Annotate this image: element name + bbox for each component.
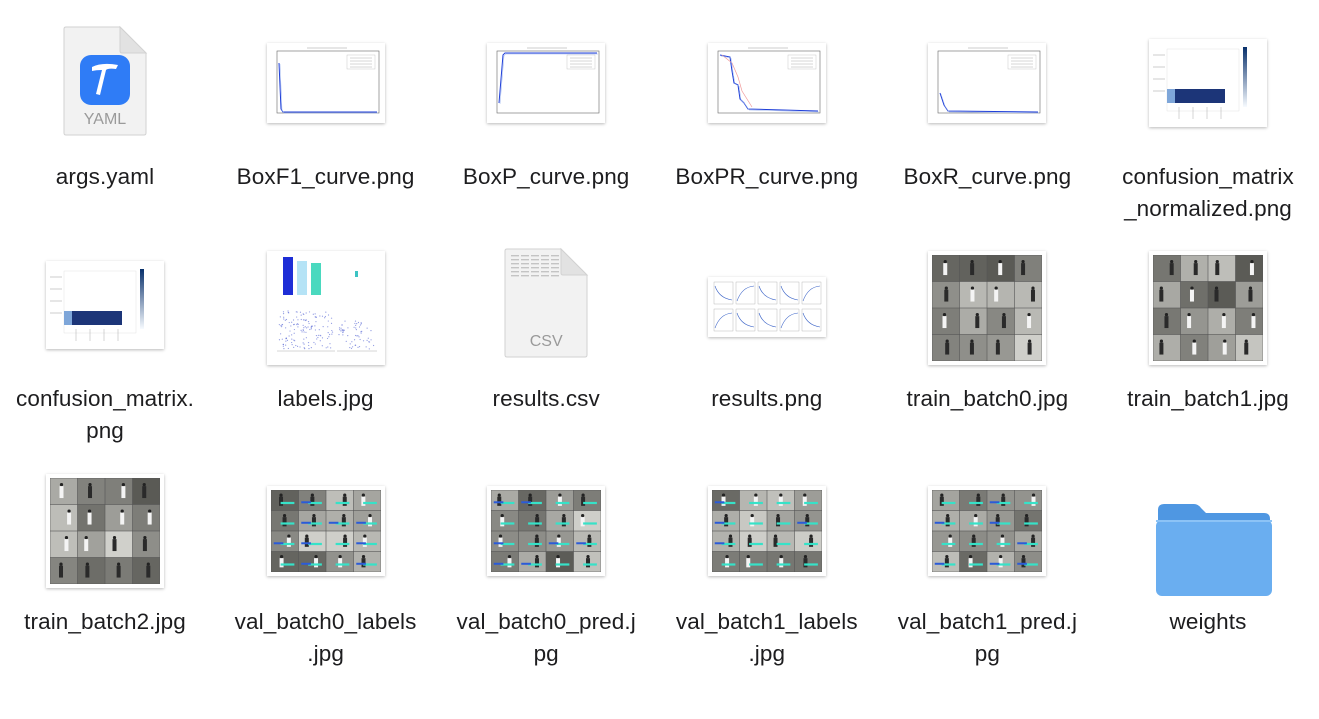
file-type-badge: YAML (83, 111, 127, 128)
file-preview (657, 247, 877, 397)
image-thumbnail (707, 486, 826, 576)
file-name-label: train_batch2.jpg (24, 609, 186, 634)
image-thumbnail (707, 43, 826, 123)
image-thumbnail (487, 486, 606, 576)
file-preview (0, 247, 215, 397)
file-preview: CSV (436, 247, 656, 397)
file-name-label: val_batch0_labels (234, 609, 417, 634)
image-thumbnail (266, 43, 385, 123)
file-name-label: args.yaml (55, 164, 155, 189)
folder-icon (1154, 500, 1274, 605)
image-thumbnail (46, 261, 164, 349)
image-thumbnail (707, 277, 826, 337)
file-name-label: png (86, 418, 124, 443)
image-thumbnail (928, 486, 1047, 576)
file-name-label: confusion_matrix (1122, 164, 1294, 189)
image-thumbnail (928, 43, 1047, 123)
image-thumbnail (1149, 251, 1267, 365)
file-preview (657, 25, 877, 175)
file-name-label: train_batch0.jpg (906, 386, 1069, 411)
image-thumbnail (46, 474, 164, 588)
file-preview (1098, 470, 1318, 620)
file-preview (436, 470, 656, 620)
file-preview (877, 470, 1097, 620)
image-thumbnail (266, 251, 385, 365)
image-thumbnail (266, 486, 385, 576)
file-name-label: val_batch1_labels (675, 609, 858, 634)
file-preview: YAML (0, 25, 215, 175)
file-name-label: val_batch0_pred.j (456, 609, 636, 634)
file-type-badge: CSV (529, 333, 563, 350)
file-preview (216, 25, 436, 175)
file-preview (1098, 247, 1318, 397)
file-name-label: pg (533, 641, 559, 666)
csv-file-icon: CSV (503, 247, 589, 359)
image-thumbnail (487, 43, 606, 123)
file-name-label: results.png (711, 386, 823, 411)
file-name-label: _normalized.png (1124, 196, 1292, 221)
file-preview (0, 470, 215, 620)
file-name-label: BoxPR_curve.png (675, 164, 859, 189)
file-name-label: .jpg (748, 641, 786, 666)
file-name-label: .jpg (307, 641, 344, 666)
file-name-label: weights (1169, 609, 1247, 634)
file-name-label: results.csv (492, 386, 600, 411)
file-name-label: BoxR_curve.png (903, 164, 1072, 189)
image-thumbnail (1149, 39, 1267, 127)
file-preview (877, 25, 1097, 175)
file-name-label: train_batch1.jpg (1127, 386, 1289, 411)
file-name-label: pg (974, 641, 1000, 666)
yaml-file-icon: YAML (62, 25, 148, 137)
file-preview (877, 247, 1097, 397)
file-name-label: labels.jpg (277, 386, 374, 411)
file-preview (436, 25, 656, 175)
file-name-label: BoxF1_curve.png (236, 164, 415, 189)
image-thumbnail (928, 251, 1047, 365)
file-name-label: val_batch1_pred.j (897, 609, 1078, 634)
file-preview (1098, 25, 1318, 175)
file-preview (216, 247, 436, 397)
file-preview (216, 470, 436, 620)
file-preview (657, 470, 877, 620)
file-name-label: confusion_matrix. (15, 386, 195, 411)
file-name-label: BoxP_curve.png (462, 164, 630, 189)
